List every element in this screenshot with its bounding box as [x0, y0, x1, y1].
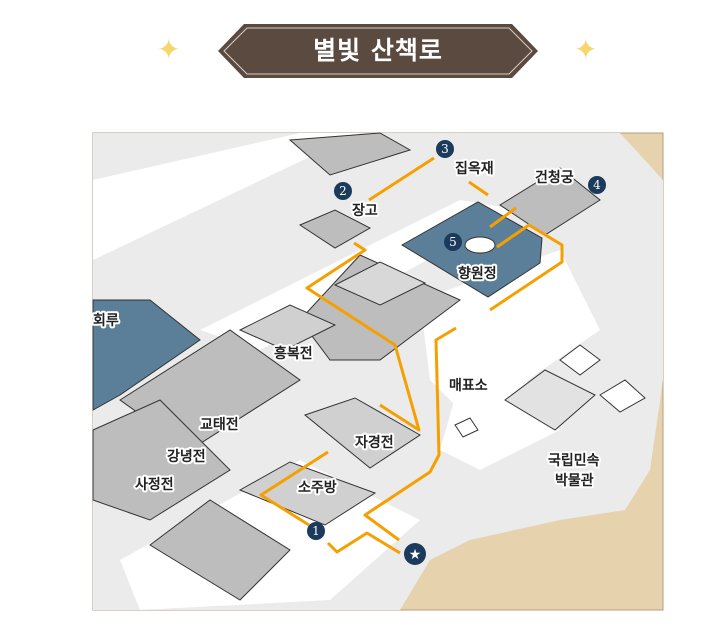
- sparkle-icon: ✦: [157, 33, 181, 66]
- route: [259, 156, 564, 555]
- label-museum-line1: 국립민속: [548, 452, 600, 469]
- page-title: 별빛 산책로: [313, 36, 443, 65]
- star-icon[interactable]: ★: [404, 543, 426, 565]
- label-sojubang: 소주방: [298, 479, 337, 496]
- label-gangnyeongjeon: 강녕전: [167, 448, 206, 465]
- marker-2[interactable]: 2: [334, 182, 352, 200]
- buildings: [92, 132, 646, 601]
- svg-text:★: ★: [409, 547, 422, 563]
- svg-text:3: 3: [441, 142, 449, 156]
- label-sajeongjeon: 사정전: [135, 476, 174, 493]
- gyeonghoeru-pond: [92, 299, 201, 411]
- svg-text:4: 4: [593, 178, 601, 192]
- svg-text:1: 1: [312, 524, 320, 538]
- pavilion-island: [464, 236, 496, 254]
- label-gyotaejeon: 교태전: [200, 416, 239, 433]
- label-hyangwonjeong: 향원정: [458, 265, 497, 282]
- marker-4[interactable]: 4: [588, 176, 606, 194]
- marker-3[interactable]: 3: [436, 140, 454, 158]
- marker-1[interactable]: 1: [307, 522, 325, 540]
- title-banner: [218, 24, 538, 78]
- label-jibokjae: 집옥재: [455, 160, 494, 177]
- label-janggo: 장고: [352, 202, 378, 219]
- label-museum-line2: 박물관: [555, 472, 594, 489]
- label-gyeonghoeru: 회루: [93, 313, 119, 329]
- label-jagyeongjeon: 자경전: [355, 434, 394, 451]
- label-geoncheonggung: 건청궁: [535, 169, 574, 186]
- label-heungbokjeon: 흥복전: [274, 345, 313, 362]
- marker-5[interactable]: 5: [444, 233, 462, 251]
- sparkle-icon: ✦: [574, 33, 598, 66]
- label-ticket-office: 매표소: [449, 378, 488, 394]
- svg-text:2: 2: [339, 184, 347, 198]
- svg-text:5: 5: [449, 235, 457, 249]
